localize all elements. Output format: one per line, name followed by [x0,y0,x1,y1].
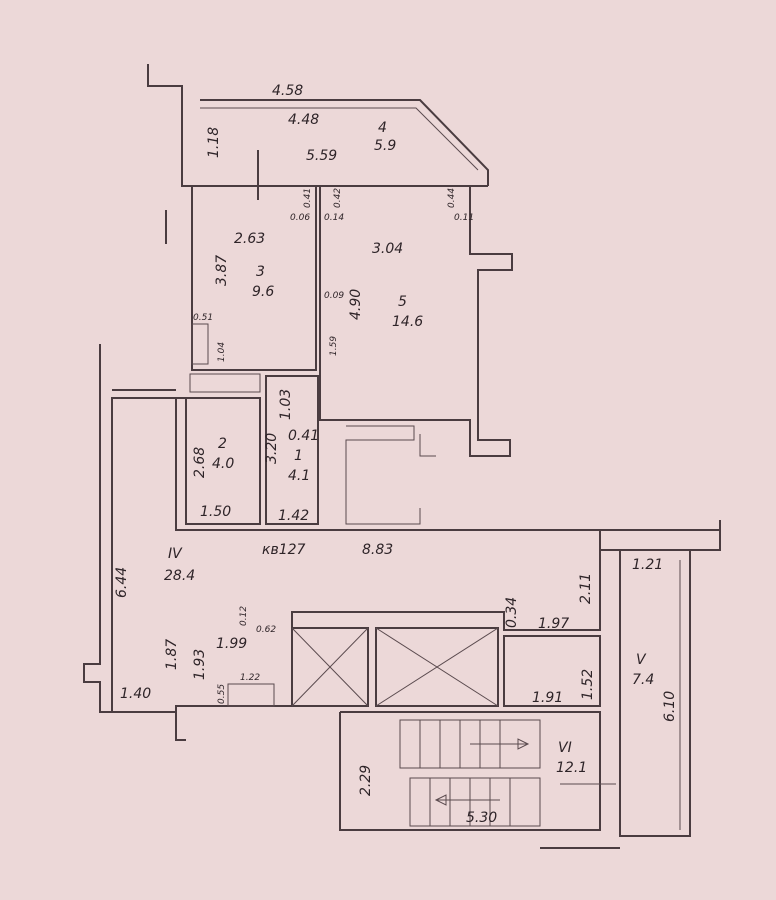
hall-left-wall [83,344,186,713]
hall-h-a: 1.87 [164,639,180,670]
room-5-tl-b: 0.14 [324,213,344,223]
room-2-outline [185,397,261,525]
room-5-tl-a: 0.42 [333,188,343,208]
room-3-outline [191,185,317,371]
hall-niche [227,683,275,707]
room-2-length: 2.68 [192,447,208,478]
room-1-outline [265,375,319,525]
corridor-v-length: 6.10 [662,691,678,722]
hall-niche-d: 0.55 [217,684,227,704]
room-5-tr-b: 0.11 [454,213,474,223]
room-5-left-b: 1.59 [329,336,339,356]
hall-w-b: 0.62 [256,625,276,635]
stair-arrow-down-head [434,794,447,806]
stair-upper [399,719,541,769]
stair-hall-number: VI [558,740,572,756]
room-5-left-a: 0.09 [324,291,344,301]
room-2-area: 4.0 [212,456,234,472]
right-stub [690,520,721,551]
room-3-length: 3.87 [214,255,230,286]
elevator-right-x2 [375,627,499,707]
hall-w-a: 0.12 [239,606,249,626]
right-room [503,635,601,707]
room-5-number: 5 [398,294,407,310]
balcony-inner-line [200,107,479,171]
hall-bottom: 1.40 [120,686,151,702]
hall-area: 28.4 [164,568,195,584]
room-1-small: 0.41 [288,428,319,444]
room-3-tl-b: 0.06 [290,213,310,223]
room-1-length: 3.20 [264,433,280,464]
balcony-depth-dim: 1.18 [206,127,222,158]
room-5-tr-a: 0.44 [447,188,457,208]
apartment-number: кв127 [262,542,306,558]
hall-h-b: 1.93 [192,649,208,680]
room-3-tl-a: 0.41 [303,188,313,208]
stair-hall-width: 5.30 [466,810,497,826]
elevator-left-x2 [291,627,369,707]
room-1-width: 1.42 [278,508,309,524]
stair-arrow-up-head [517,738,530,750]
hall-number: IV [168,546,183,562]
room-5-width: 3.04 [372,241,403,257]
walls [83,64,721,849]
balcony-outline [200,99,489,186]
room-3-area: 9.6 [252,284,274,300]
hall-length: 6.44 [114,567,130,598]
stair-hall-height: 2.29 [358,765,374,796]
balcony-number: 4 [378,120,387,136]
right-dim-e: 1.91 [532,690,563,706]
hall-w-c: 1.99 [216,636,247,652]
wall-top-stub [147,64,192,187]
stair-hall [339,711,601,831]
stair-hall-area: 12.1 [556,760,587,776]
corridor-v-number: V [636,652,647,668]
room-1-number: 1 [294,448,303,464]
right-dim-a: 0.34 [504,597,520,628]
labels: 4.58 4.48 1.18 4 5.9 5.59 2.63 3.87 3 9.… [114,83,678,826]
shelf-strip [189,373,261,393]
corridor-v [600,549,691,837]
elevator-right [375,627,499,707]
room-2-width: 1.50 [200,504,231,520]
room-5-length: 4.90 [348,289,364,320]
room-3-number: 3 [256,264,265,280]
room-3-width: 2.63 [234,231,265,247]
corridor-v-width: 1.21 [632,557,663,573]
room-3-niche [191,323,209,365]
hall-width: 8.83 [362,542,393,558]
balcony-bottom-dim: 5.59 [306,148,337,164]
balcony-area: 5.9 [374,138,396,154]
hall-niche-w: 1.22 [240,673,260,683]
balcony-inner-dim: 4.48 [288,112,319,128]
kitchen-stub [419,434,436,457]
corridor-v-area: 7.4 [632,672,654,688]
elevator-left [291,627,369,707]
right-dim-c: 1.97 [538,616,569,632]
room-5-area: 14.6 [392,314,423,330]
room-3-niche-w: 0.51 [193,313,213,323]
hall-outline [175,398,601,741]
room-2-number: 2 [218,436,227,452]
stair-lower [409,777,541,827]
room-3-niche-d: 1.04 [217,342,227,362]
balcony-outer-dim: 4.58 [272,83,303,99]
room-1-top: 1.03 [278,389,294,420]
room-5-outline [319,185,513,457]
kitchen-block [345,425,421,525]
right-dim-d: 1.52 [580,669,596,700]
room-1-area: 4.1 [288,468,310,484]
right-dim-b: 2.11 [578,573,594,604]
